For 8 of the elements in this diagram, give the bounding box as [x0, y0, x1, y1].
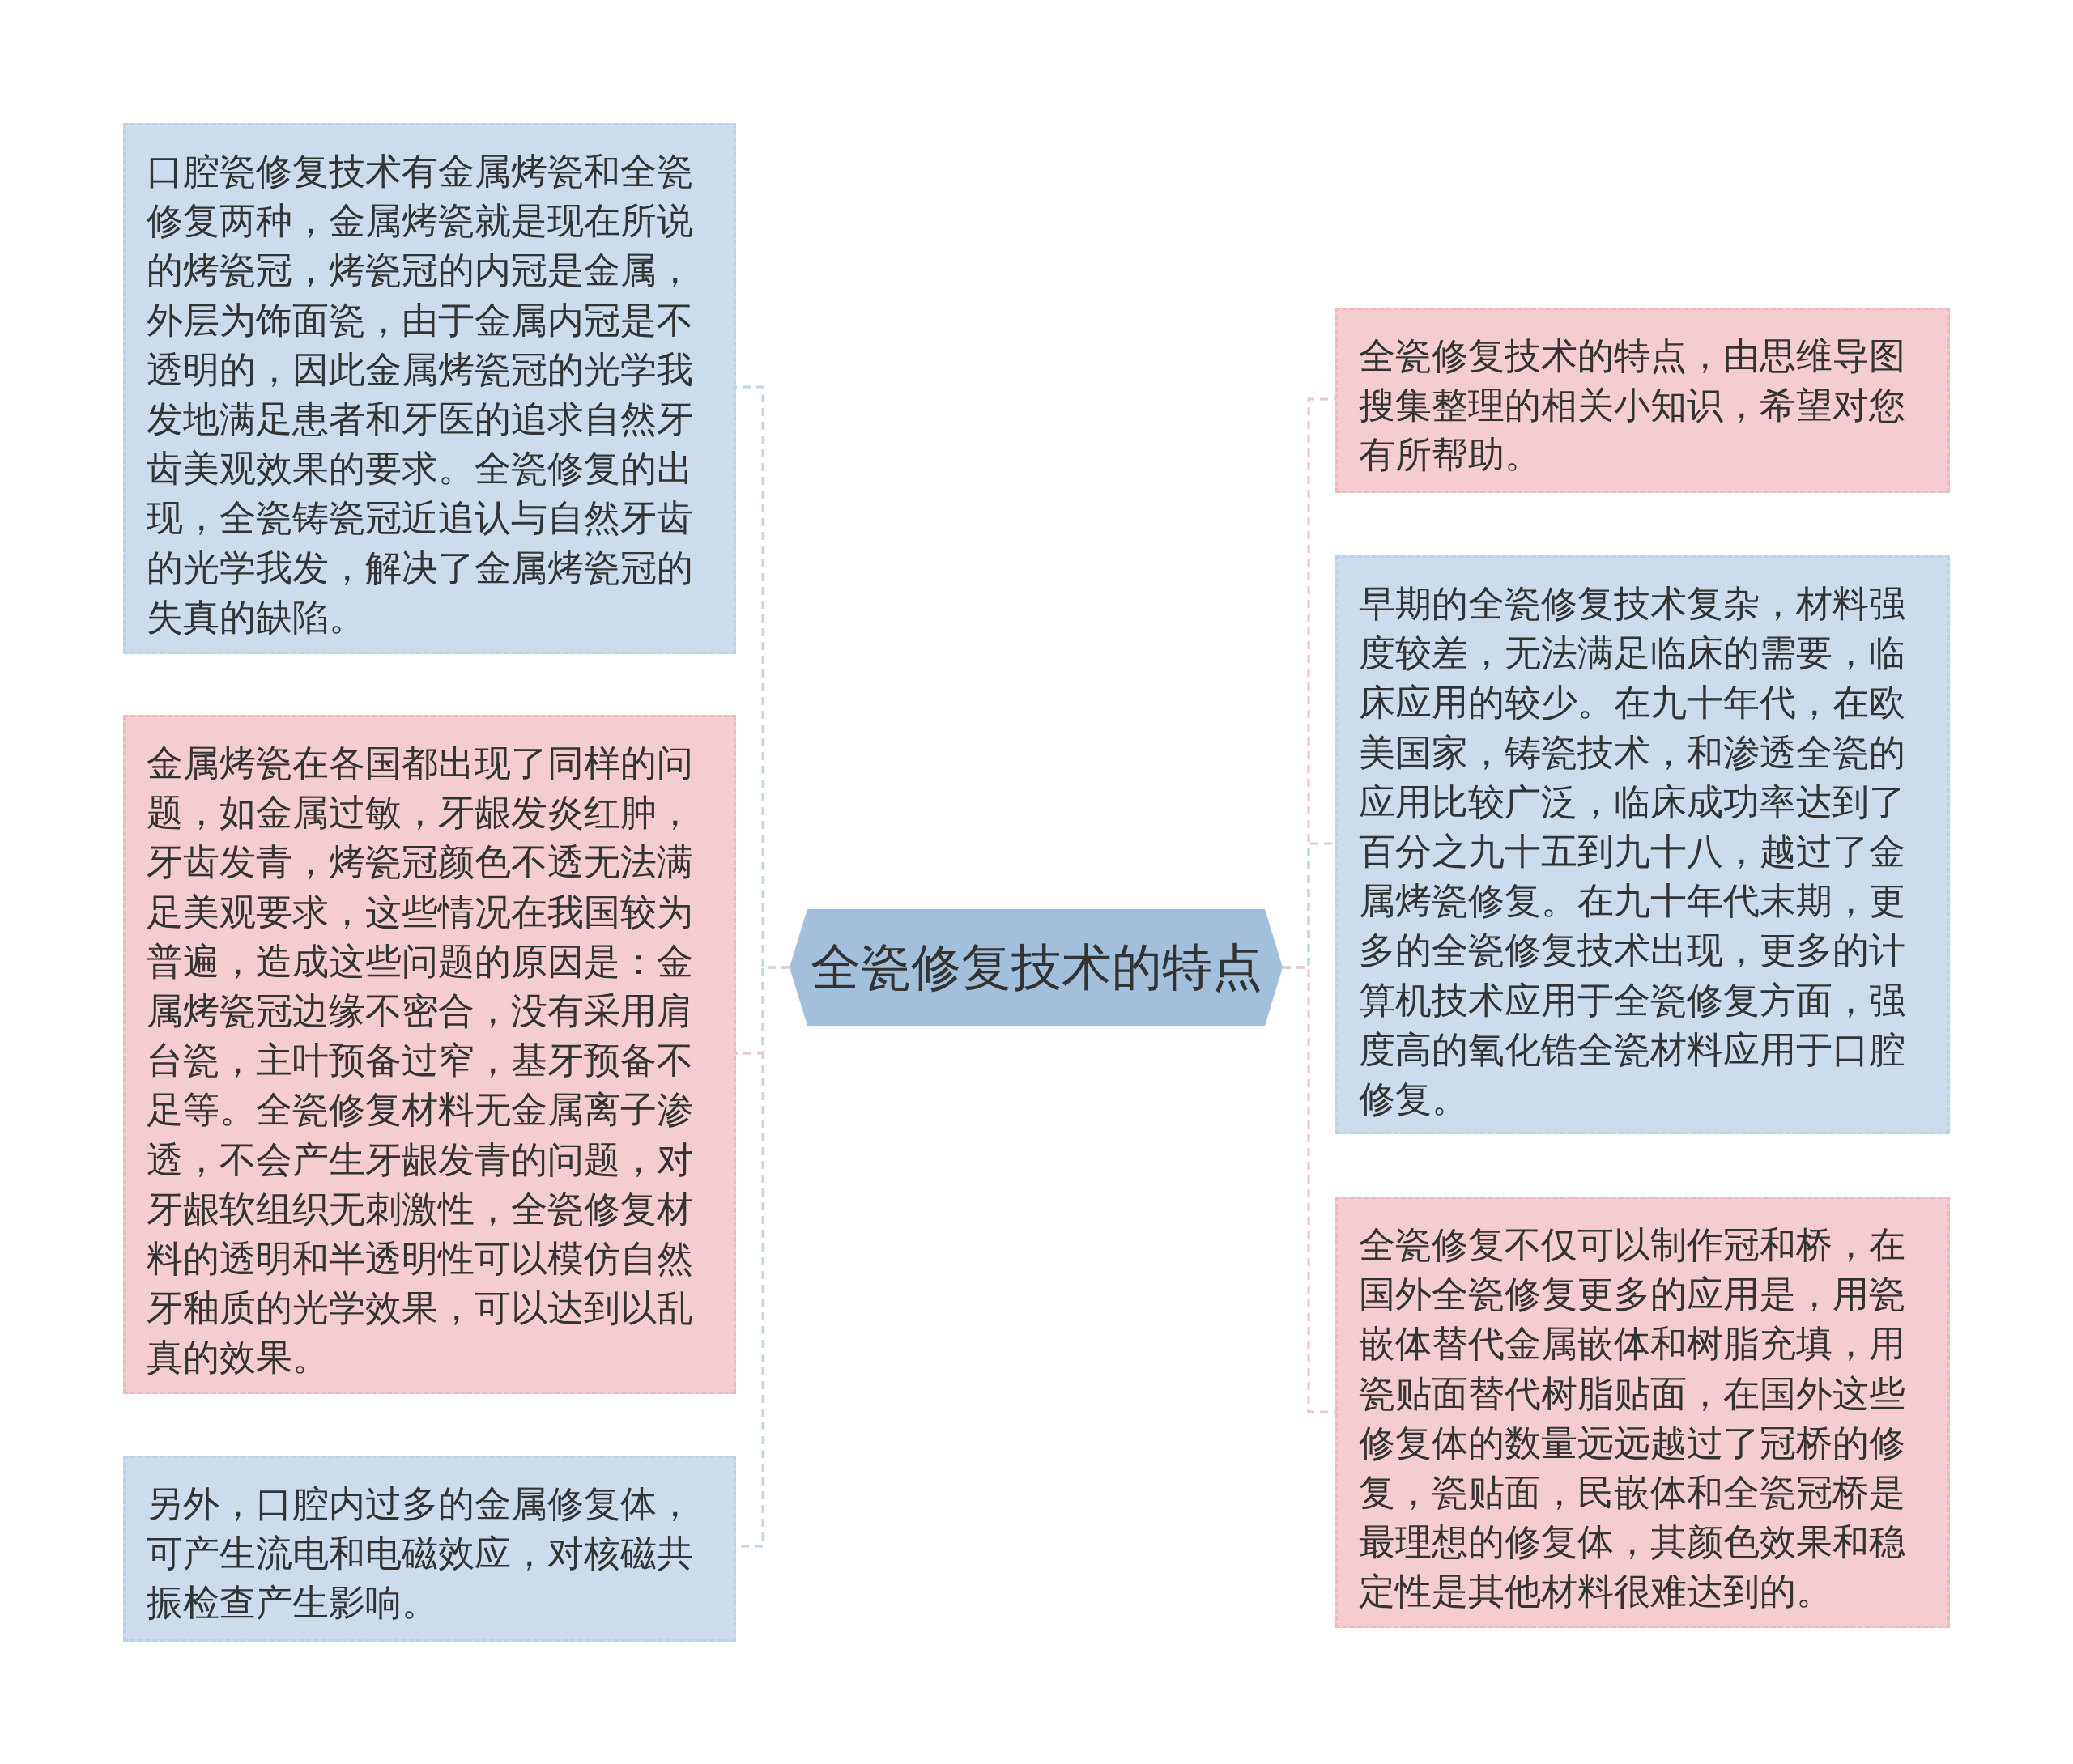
text-card: 全瓷修复不仅可以制作冠和桥，在国外全瓷修复更多的应用是，用瓷嵌体替代金属嵌体和树脂充填，用瓷贴面替代树脂贴面，在国外这些修复体的数量远远越过了冠桥的修复，瓷贴面，民嵌体和全瓷冠桥是最理想的修复体，其颜色效果和稳定性是其他材料很难达到的。: [1335, 1197, 1950, 1628]
text-card: 金属烤瓷在各国都出现了同样的问题，如金属过敏，牙龈发炎红肿，牙齿发青，烤瓷冠颜色不透无法满足美观要求，这些情况在我国较为普遍，造成这些问题的原因是：金属烤瓷冠边缘不密合，没有采用肩台瓷，主叶预备过窄，基牙预备不足等。全瓷修复材料无金属离子渗透，不会产生牙龈发青的问题，对牙龈软组织无刺激性，全瓷修复材料的透明和半透明性可以模仿自然牙釉质的光学效果，可以达到以乱真的效果。: [123, 715, 736, 1394]
text-card: 全瓷修复技术的特点，由思维导图搜集整理的相关小知识，希望对您有所帮助。: [1335, 308, 1950, 493]
text-card: 口腔瓷修复技术有金属烤瓷和全瓷修复两种，金属烤瓷就是现在所说的烤瓷冠，烤瓷冠的内冠是金属，外层为饰面瓷，由于金属内冠是不透明的，因此金属烤瓷冠的光学我发地满足患者和牙医的追求自然牙齿美观效果的要求。全瓷修复的出现，全瓷铸瓷冠近追认与自然牙齿的光学我发，解决了金属烤瓷冠的失真的缺陷。: [123, 123, 736, 654]
text-card: 早期的全瓷修复技术复杂，材料强度较差，无法满足临床的需要，临床应用的较少。在九十年代，在欧美国家，铸瓷技术，和渗透全瓷的应用比较广泛，临床成功率达到了百分之九十五到九十八，越过了金属烤瓷修复。在九十年代末期，更多的全瓷修复技术出现，更多的计算机技术应用于全瓷修复方面，强度高的氧化锆全瓷材料应用于口腔修复。: [1335, 555, 1950, 1134]
connector-line: [1283, 966, 1335, 1413]
text-card: 另外，口腔内过多的金属修复体，可产生流电和电磁效应，对核磁共振检查产生影响。: [123, 1456, 736, 1642]
topic-hexagon: 全瓷修复技术的特点: [790, 909, 1283, 1026]
